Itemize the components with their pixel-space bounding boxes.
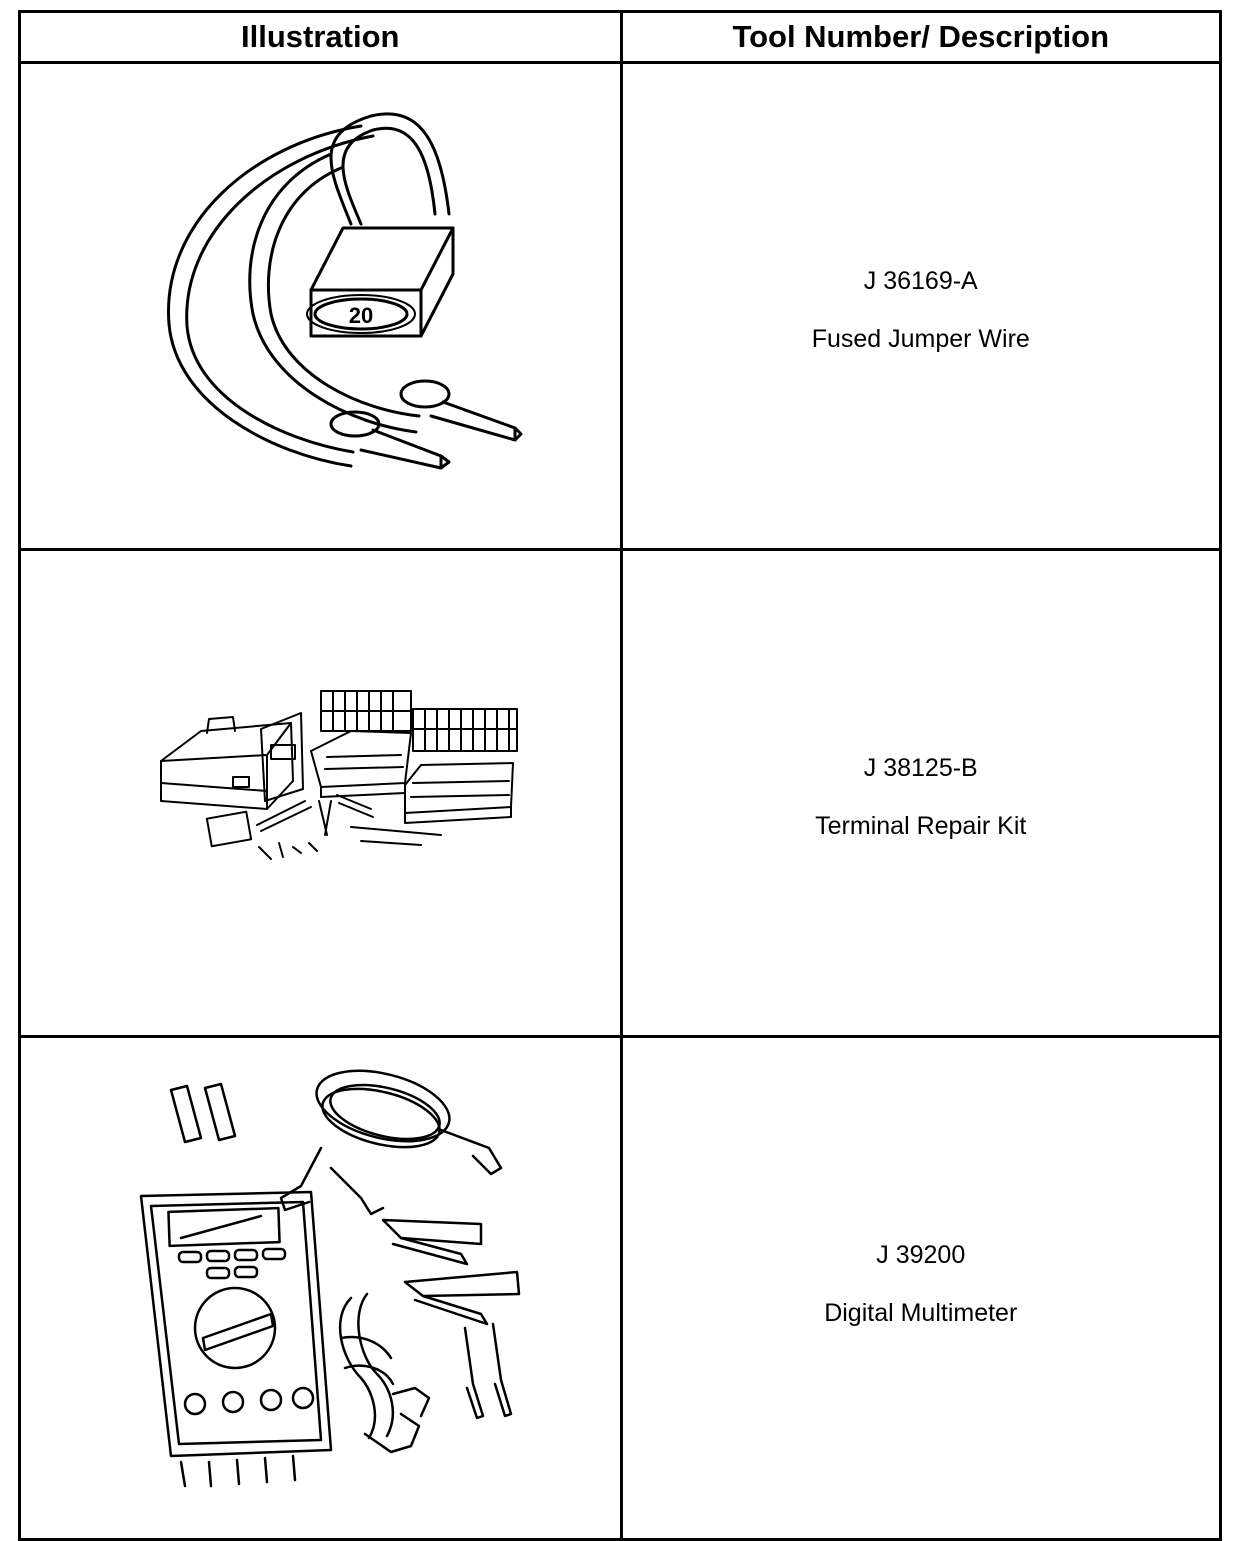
tool-description: Fused Jumper Wire [811,325,1030,353]
table-row: J 39200 Digital Multimeter [18,1035,1222,1541]
tool-number: J 38125-B [863,754,978,782]
tool-description: Terminal Repair Kit [815,812,1027,840]
digital-multimeter-icon [139,1069,521,1488]
fuse-rating-label: 20 [349,303,373,328]
illustration-cell [18,1035,623,1541]
table-row: J 38125-B Terminal Repair Kit [18,548,1222,1038]
table-row: 20 J 36169-A Fused Jumper Wire [18,61,1222,551]
tool-number: J 39200 [876,1241,966,1269]
tool-description: Digital Multimeter [824,1299,1018,1327]
description-cell: J 39200 Digital Multimeter [619,1035,1222,1541]
illustration-cell [18,548,623,1038]
description-cell: J 36169-A Fused Jumper Wire [619,61,1222,551]
terminal-repair-kit-icon [160,690,518,860]
tool-table: Illustration Tool Number/ Description [18,10,1222,1541]
header-illustration: Illustration [18,10,623,64]
fused-jumper-wire-icon: 20 [167,112,523,470]
header-tool-number-description: Tool Number/ Description [619,10,1222,64]
illustration-cell: 20 [18,61,623,551]
header-row: Illustration Tool Number/ Description [18,10,1222,64]
tool-number: J 36169-A [863,267,978,295]
description-cell: J 38125-B Terminal Repair Kit [619,548,1222,1038]
